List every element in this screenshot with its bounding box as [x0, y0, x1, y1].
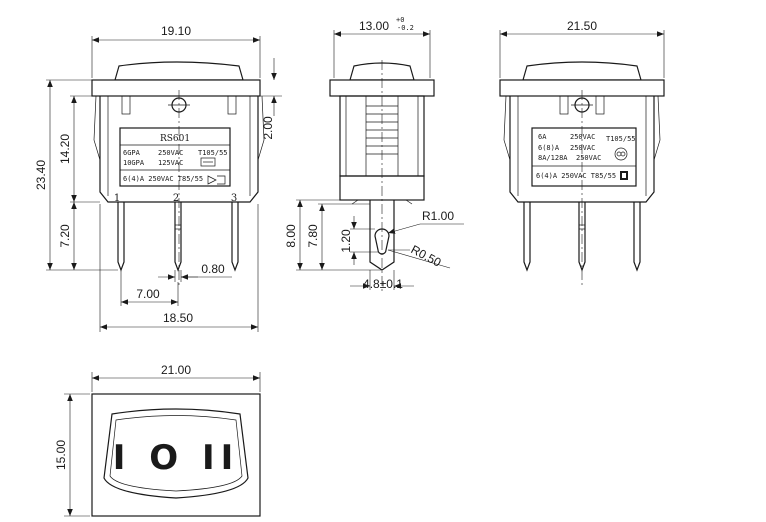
dim-side-tol-lower: -0.2 — [397, 24, 414, 32]
dim-side-pin-total: 8.00 — [284, 224, 298, 248]
svg-text:6GPA: 6GPA — [123, 149, 141, 157]
terminal-pins-front — [117, 202, 239, 272]
svg-text:8A/128A: 8A/128A — [538, 154, 568, 162]
svg-text:250VAC: 250VAC — [576, 154, 601, 162]
cqc-logo-icon — [614, 147, 628, 161]
svg-text:T105/55: T105/55 — [198, 149, 228, 157]
flange-front — [91, 79, 261, 97]
svg-text:125VAC: 125VAC — [158, 159, 183, 167]
svg-text:6(4)A 250VAC T85/55: 6(4)A 250VAC T85/55 — [123, 175, 203, 183]
dim-front-pin-width: 0.80 — [201, 262, 225, 276]
dim-front-pin-length: 7.20 — [58, 224, 72, 248]
rocker-cap-front — [114, 61, 244, 81]
rocker-face-top — [103, 408, 249, 499]
dim-front-base-width: 18.50 — [163, 311, 193, 325]
dim-side-hole-offset: 1.20 — [339, 229, 353, 253]
dim-side-tol-upper: +0 — [396, 16, 404, 24]
model-text: RS601 — [160, 134, 190, 144]
svg-text:10GPA: 10GPA — [123, 159, 145, 167]
svg-text:250VAC: 250VAC — [570, 144, 595, 152]
solder-eye-side — [374, 228, 390, 255]
svg-text:250VAC: 250VAC — [570, 133, 595, 141]
dim-front-body-height: 14.20 — [58, 134, 72, 164]
dim-top-height: 15.00 — [54, 440, 68, 470]
svg-text:250VAC: 250VAC — [158, 149, 183, 157]
top-view: I O II 21.00 15.00 — [54, 363, 261, 517]
rohs-logo-icon — [200, 157, 216, 167]
dim-back-width: 21.50 — [567, 19, 597, 33]
rating-label-front — [119, 127, 231, 187]
rocker-cap-side — [349, 62, 415, 81]
dim-side-pin-thickness: 4.8±0.1 — [363, 277, 403, 291]
side-view: 13.00 +0 -0.2 8.00 7.80 1.20 R1.00 R0.50… — [284, 16, 464, 292]
vde-logo-icon — [620, 171, 628, 180]
terminal-pins-back — [523, 202, 641, 272]
dim-top-width: 21.00 — [161, 363, 191, 377]
dim-front-pin-pitch: 7.00 — [136, 287, 160, 301]
svg-text:T105/55: T105/55 — [606, 135, 636, 143]
pin-label-1: 1 — [114, 193, 120, 204]
svg-text:6A: 6A — [538, 133, 547, 141]
dim-side-radius-small: R0.50 — [409, 242, 444, 270]
dim-front-height: 23.40 — [34, 160, 48, 190]
rating-label-back — [531, 127, 637, 187]
dim-side-pin-mid: 7.80 — [306, 224, 320, 248]
top-outer-frame — [91, 393, 261, 517]
dim-front-width: 19.10 — [161, 24, 191, 38]
front-view: RS601 6GPA 250VAC T105/55 10GPA 125VAC 6… — [34, 24, 282, 332]
pin-label-2: 2 — [173, 193, 179, 204]
dim-side-width: 13.00 — [359, 19, 389, 33]
svg-text:6(4)A 250VAC T85/55: 6(4)A 250VAC T85/55 — [536, 172, 616, 180]
dim-front-flange: 2.00 — [261, 116, 275, 140]
back-view: 6A 250VAC T105/55 6(8)A 250VAC 8A/128A 2… — [499, 19, 665, 285]
pin-label-3: 3 — [231, 193, 237, 204]
rocker-cap-back — [522, 61, 642, 81]
svg-text:6(8)A: 6(8)A — [538, 144, 560, 152]
ce-mark-icon — [207, 175, 226, 185]
position-symbols: I O II — [113, 438, 240, 478]
dim-side-radius-big: R1.00 — [422, 209, 454, 223]
